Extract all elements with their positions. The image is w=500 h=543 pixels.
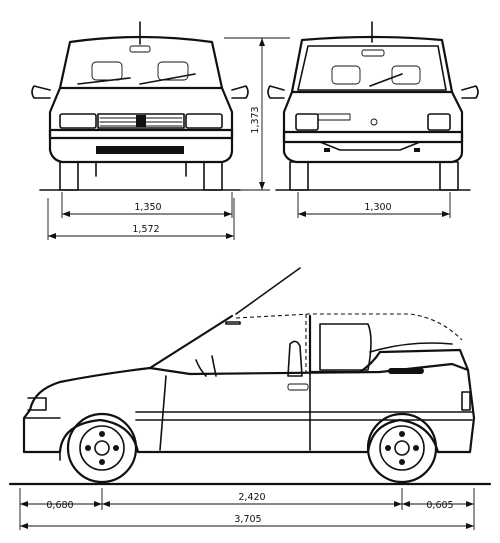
side-view [8, 267, 492, 486]
overall-width-dimension [47, 198, 235, 240]
overall-length-label: 3,705 [234, 514, 261, 525]
front-track-label: 1,350 [134, 202, 161, 213]
rear-overhang-label: 0,605 [426, 500, 453, 511]
front-overhang-label: 0,680 [46, 500, 73, 511]
front-track-dimension [61, 192, 233, 218]
front-view [31, 21, 249, 191]
rear-view [267, 21, 479, 191]
rear-track-label: 1,300 [364, 202, 391, 213]
height-dimension [224, 37, 290, 191]
wheelbase-label: 2,420 [238, 492, 265, 503]
side-dimensions [19, 488, 475, 530]
overall-width-label: 1,572 [132, 224, 159, 235]
height-label: 1,373 [250, 106, 261, 133]
rear-track-dimension [297, 192, 451, 218]
